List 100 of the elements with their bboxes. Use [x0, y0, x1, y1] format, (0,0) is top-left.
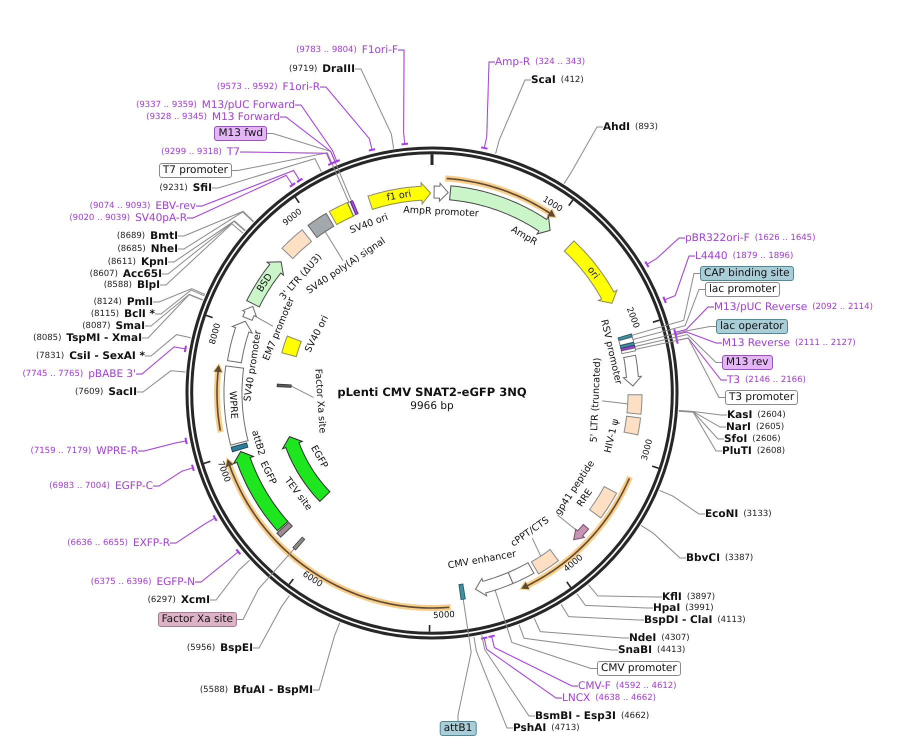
leader-line — [320, 86, 376, 152]
primer-name: F1ori-R — [282, 80, 320, 94]
leader-line — [678, 410, 728, 416]
primer-name: LNCX — [562, 691, 590, 705]
leader-line — [354, 68, 394, 149]
site-position: (3387) — [724, 552, 754, 565]
feature-tag: CAP binding site — [700, 266, 794, 281]
leader-line — [576, 593, 654, 608]
feature-label: 5' LTR (truncated) — [588, 358, 604, 443]
feature-block — [307, 212, 334, 238]
enzyme-name: CsiI - SexAI * — [69, 349, 145, 363]
primer-name: EGFP-N — [156, 575, 195, 589]
enzyme-name: SmaI — [116, 319, 145, 333]
enzyme-name: BlpI — [136, 278, 160, 292]
primer-name: T3 — [727, 373, 740, 387]
feature-block — [474, 572, 514, 597]
leader-line — [480, 636, 562, 698]
site-position: (5956) — [186, 642, 216, 655]
leader-line — [678, 410, 722, 452]
enzyme-name: KasI — [727, 408, 752, 422]
leader-line — [294, 104, 341, 164]
feature-tag: M13 rev — [722, 355, 773, 370]
scale-label: 8000 — [208, 322, 225, 346]
leader-line — [634, 334, 722, 363]
leader-line — [144, 334, 192, 356]
feature-block — [530, 548, 560, 575]
leader-line — [162, 220, 246, 274]
leader-line — [154, 290, 205, 314]
feature-block — [573, 524, 590, 540]
leader-line — [152, 288, 206, 302]
enzyme-name: ScaI — [531, 73, 556, 87]
feature-mark — [292, 536, 306, 551]
primer-name: EGFP-C — [114, 479, 153, 493]
primer-position: (7745 .. 7765) — [22, 368, 84, 381]
primer-position: (4592 .. 4612) — [616, 680, 677, 693]
feature-label: HIV-1 ψ — [602, 418, 622, 454]
leader-line — [564, 126, 604, 184]
enzyme-name: BmtI — [150, 229, 178, 243]
leader-line — [473, 636, 514, 728]
primer-name: M13/pUC Reverse — [714, 300, 808, 314]
feature-label: CMV enhancer — [447, 548, 518, 572]
enzyme-name: NarI — [726, 420, 751, 434]
primer-position: (1626 .. 1645) — [754, 232, 816, 245]
primer-position: (9074 .. 9093) — [90, 200, 150, 213]
site-position: (4307) — [661, 632, 690, 645]
feature-mark — [350, 200, 359, 216]
feature-block — [626, 394, 643, 415]
site-position: (4413) — [657, 644, 686, 657]
leader-line — [196, 170, 304, 206]
leader-line — [674, 330, 722, 344]
enzyme-name: BclI * — [124, 307, 155, 321]
feature-label: attB2 — [249, 428, 267, 457]
primer-position: (2092 .. 2114) — [812, 301, 873, 314]
feature-label: SV40 promoter — [242, 330, 264, 403]
scale-label: 3000 — [640, 438, 656, 462]
site-position: (4113) — [717, 614, 746, 627]
feature-tag: lac promoter — [705, 282, 780, 297]
enzyme-name: NheI — [150, 242, 178, 256]
leader-line — [142, 294, 204, 338]
primer-position: (7159 .. 7179) — [30, 445, 92, 458]
leader-line — [640, 524, 686, 558]
site-position: (2604) — [757, 409, 786, 422]
site-position: (3133) — [743, 508, 772, 521]
feature-tag: attB1 — [440, 721, 476, 736]
site-position: (7609) — [75, 386, 104, 399]
leader-line — [634, 326, 716, 344]
primer-position: (1879 .. 1896) — [732, 250, 794, 263]
enzyme-name: SacII — [108, 385, 137, 399]
enzyme-name: Acc65I — [122, 268, 162, 280]
leader-line — [532, 538, 542, 557]
leader-line — [557, 514, 578, 532]
leader-line — [398, 50, 409, 146]
site-position: (8607) — [90, 268, 118, 280]
leader-line — [534, 618, 630, 638]
primer-position: (4638 .. 4662) — [595, 692, 656, 705]
primer-position: (6983 .. 7004) — [49, 480, 110, 493]
enzyme-name: SfiI — [192, 181, 212, 195]
feature-label: Factor Xa site — [312, 368, 328, 434]
leader-line — [458, 598, 472, 722]
primer-position: (6375 .. 6396) — [90, 576, 152, 589]
primer-position: (2146 .. 2166) — [745, 374, 806, 387]
site-position: (9231) — [159, 182, 188, 195]
enzyme-name: NdeI — [629, 631, 656, 645]
leader-line — [210, 560, 250, 600]
scale-label: 5000 — [432, 610, 455, 622]
primer-name: CMV-F — [578, 679, 611, 693]
enzyme-name: BbvCI — [686, 551, 720, 565]
primer-name: M13 Reverse — [722, 336, 790, 350]
leader-line — [160, 223, 244, 286]
feature-label: AmpR promoter — [403, 204, 480, 220]
primer-position: (9328 .. 9345) — [146, 111, 208, 124]
plasmid-name: pLenti CMV SNAT2-eGFP 3NQ — [337, 385, 527, 399]
site-position: (8588) — [104, 279, 132, 292]
leader-line — [481, 634, 536, 716]
primer-position: (9783 .. 9804) — [296, 44, 357, 57]
site-position: (4713) — [551, 722, 580, 735]
leader-line — [662, 256, 696, 304]
feature-tag: T3 promoter — [725, 390, 798, 405]
leader-line — [560, 604, 644, 620]
site-position: (412) — [560, 74, 584, 87]
